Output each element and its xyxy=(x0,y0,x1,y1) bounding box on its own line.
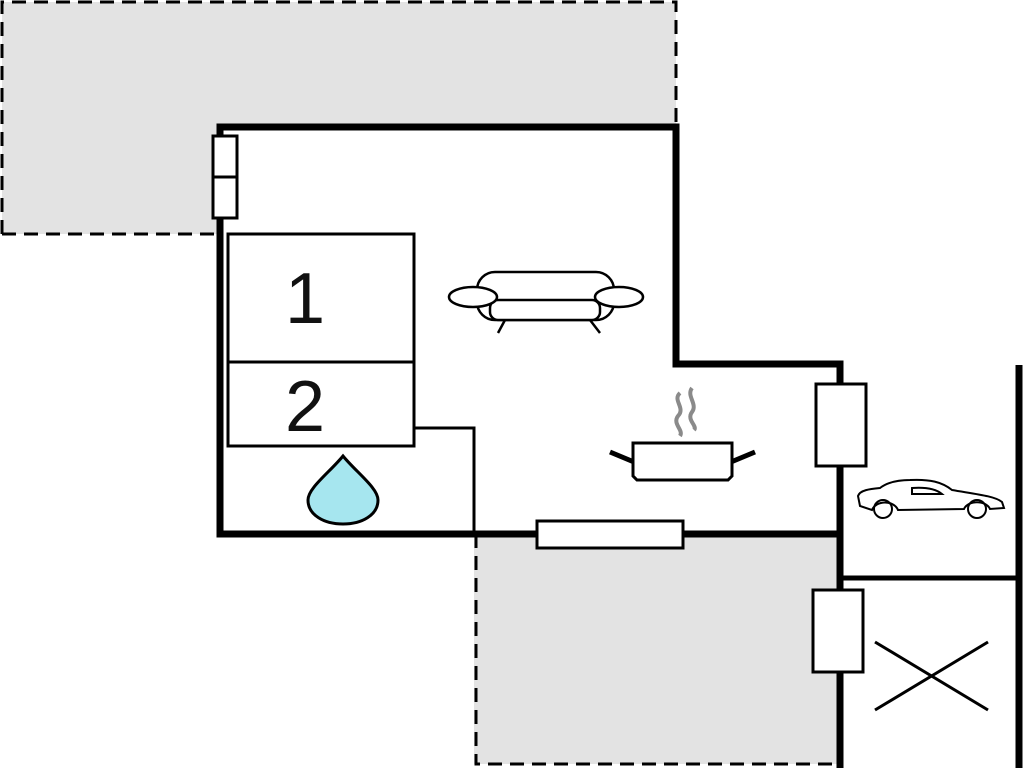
window-icon xyxy=(811,588,865,674)
window-icon xyxy=(814,382,868,468)
room-label-2: 2 xyxy=(285,367,325,447)
room-label-1: 1 xyxy=(285,259,325,339)
cooking-pot-icon xyxy=(609,386,756,482)
window-icon xyxy=(535,519,685,550)
window-icon xyxy=(211,134,239,220)
car-icon xyxy=(856,478,1006,519)
cross-icon xyxy=(874,640,989,712)
sofa-icon xyxy=(447,270,645,334)
water-drop-icon xyxy=(306,453,380,526)
terrace-bottom xyxy=(474,534,840,766)
walls xyxy=(216,123,1023,768)
terrace-top-left xyxy=(0,0,678,236)
